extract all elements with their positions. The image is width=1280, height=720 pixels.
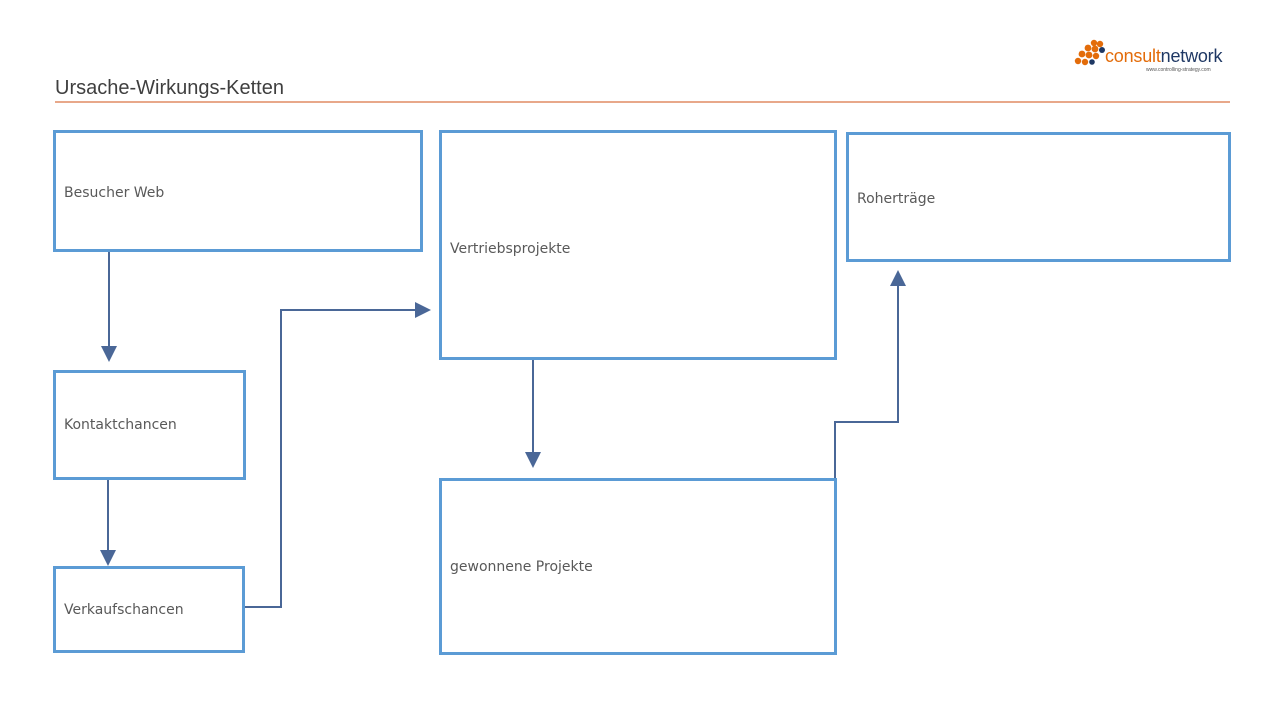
node-label-rohertraege: Roherträge: [857, 191, 936, 207]
logo-wordmark: consultnetwork: [1105, 46, 1222, 67]
logo-url: www.controlling-strategy.com: [1146, 67, 1211, 73]
node-vertriebsprojekte: Vertriebsprojekte: [439, 130, 837, 360]
node-label-vertriebsprojekte: Vertriebsprojekte: [450, 241, 571, 257]
connector-gewonnen-to-roher: [834, 270, 906, 478]
node-rohertraege: Roherträge: [846, 132, 1231, 262]
title-divider: [55, 101, 1230, 103]
node-label-kontaktchancen: Kontaktchancen: [64, 417, 177, 433]
slide-title: Ursache-Wirkungs-Ketten: [55, 77, 284, 99]
connector-verkauf-to-vertrieb: [242, 302, 431, 608]
consultnetwork-logo: consultnetwork www.controlling-strategy.…: [1074, 38, 1234, 76]
node-label-gewonnene-projekte: gewonnene Projekte: [450, 558, 593, 575]
node-gewonnene-projekte: gewonnene Projekte: [439, 478, 837, 655]
node-label-verkaufschancen: Verkaufschancen: [64, 601, 184, 618]
logo-dots-icon: [1074, 39, 1105, 66]
node-kontaktchancen: Kontaktchancen: [53, 370, 246, 480]
node-besucher-web: Besucher Web: [53, 130, 423, 252]
logo-word-network: network: [1160, 46, 1223, 66]
node-verkaufschancen: Verkaufschancen: [53, 566, 245, 653]
logo-word-consult: consult: [1105, 46, 1161, 66]
node-label-besucher-web: Besucher Web: [64, 185, 165, 201]
